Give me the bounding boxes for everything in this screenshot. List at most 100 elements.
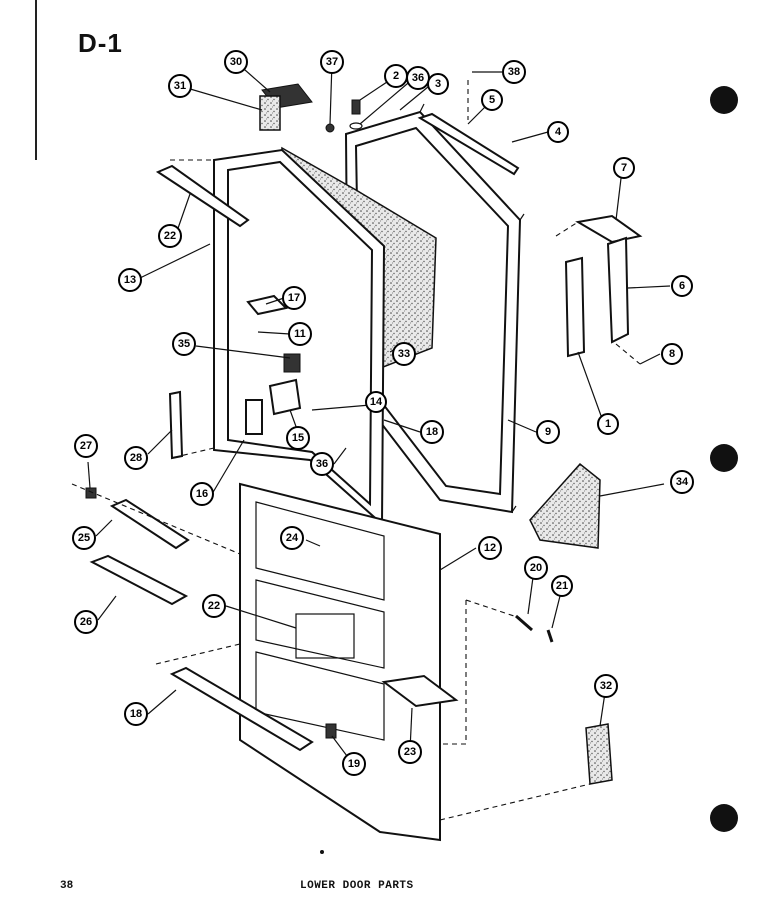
callout: 15 <box>286 426 310 450</box>
callout-label: 15 <box>292 432 304 444</box>
shelf-rail-25 <box>109 498 190 550</box>
callout: 23 <box>398 740 422 764</box>
hinge-bracket <box>575 214 643 244</box>
screw-37 <box>325 123 335 133</box>
callout: 22 <box>158 224 182 248</box>
callout: 16 <box>190 482 214 506</box>
clip-15 <box>268 378 302 416</box>
callout: 8 <box>661 343 683 365</box>
part-32 <box>585 723 613 785</box>
callout: 34 <box>670 470 694 494</box>
callout-label: 4 <box>555 126 562 138</box>
callout: 37 <box>320 50 344 74</box>
callout-label: 31 <box>174 80 186 92</box>
callout-label: 22 <box>208 600 220 612</box>
callout-label: 30 <box>230 56 242 68</box>
callout: 17 <box>282 286 306 310</box>
callout: 5 <box>481 89 503 111</box>
callout-label: 11 <box>294 328 306 340</box>
callout: 13 <box>118 268 142 292</box>
washer-36 <box>349 122 363 130</box>
binder-hole-1 <box>710 86 738 114</box>
callout: 22 <box>202 594 226 618</box>
callout: 9 <box>536 420 560 444</box>
binder-hole-2 <box>710 444 738 472</box>
tray-23 <box>381 674 459 708</box>
strip-28 <box>168 390 184 460</box>
callout-label: 3 <box>435 78 441 90</box>
callout-label: 26 <box>80 616 92 628</box>
callout: 36 <box>406 66 430 90</box>
callout-label: 20 <box>530 562 542 574</box>
spring-21 <box>546 629 554 643</box>
callout-label: 27 <box>80 440 92 452</box>
callout-label: 14 <box>370 396 383 408</box>
callout: 35 <box>172 332 196 356</box>
page-title: D-1 <box>78 28 123 58</box>
callout: 14 <box>365 391 387 413</box>
side-strip <box>606 236 630 344</box>
plug-16 <box>245 399 263 435</box>
callout-label: 37 <box>326 56 338 68</box>
callout-label: 5 <box>489 94 495 106</box>
binder-hole-3 <box>710 804 738 832</box>
callout-label: 16 <box>196 488 208 500</box>
callout-label: 1 <box>605 418 611 430</box>
top-trim-bar <box>417 112 520 176</box>
callout: 12 <box>478 536 502 560</box>
callout: 30 <box>224 50 248 74</box>
callout-label: 19 <box>348 758 360 770</box>
clip-27 <box>85 487 97 499</box>
callout: 6 <box>671 275 693 297</box>
callout-label: 22 <box>164 230 176 242</box>
callout-label: 28 <box>130 452 142 464</box>
callout: 36 <box>310 452 334 476</box>
stray-dot <box>320 850 324 854</box>
callout: 4 <box>547 121 569 143</box>
callout: 21 <box>551 575 573 597</box>
bushing-2 <box>351 99 361 115</box>
left-trim-strip <box>155 164 250 228</box>
bracket-19 <box>325 723 337 739</box>
callout-label: 18 <box>426 426 438 438</box>
bottom-rail-18 <box>169 666 314 752</box>
callout: 19 <box>342 752 366 776</box>
callout-label: 32 <box>600 680 612 692</box>
callout-label: 24 <box>286 532 299 544</box>
hinge-plate <box>564 256 586 358</box>
callout-label: 7 <box>621 162 627 174</box>
callout-label: 38 <box>508 66 520 78</box>
callout-label: 25 <box>78 532 90 544</box>
callout-label: 23 <box>404 746 416 758</box>
callout-label: 12 <box>484 542 496 554</box>
callout-label: 36 <box>412 72 424 84</box>
callout: 3 <box>427 73 449 95</box>
callout-label: 8 <box>669 348 675 360</box>
callout-label: 9 <box>545 426 551 438</box>
page-caption: LOWER DOOR PARTS <box>300 880 414 892</box>
callout-label: 17 <box>288 292 300 304</box>
callout: 27 <box>74 434 98 458</box>
page-number: 38 <box>60 880 74 892</box>
callout: 38 <box>502 60 526 84</box>
callout: 24 <box>280 526 304 550</box>
alignment-lines <box>71 80 641 821</box>
callout: 2 <box>384 64 408 88</box>
door-stop-35 <box>283 353 301 373</box>
callout: 33 <box>392 342 416 366</box>
screw-20 <box>515 614 533 632</box>
callout: 20 <box>524 556 548 580</box>
callout-label: 13 <box>124 274 136 286</box>
callout-label: 6 <box>679 280 685 292</box>
callout-label: 36 <box>316 458 328 470</box>
callout: 26 <box>74 610 98 634</box>
inner-door-panel <box>239 482 441 842</box>
callout: 25 <box>72 526 96 550</box>
callout: 1 <box>597 413 619 435</box>
callout: 31 <box>168 74 192 98</box>
callout: 7 <box>613 157 635 179</box>
callout-label: 21 <box>556 580 568 592</box>
callout: 32 <box>594 674 618 698</box>
callout-label: 18 <box>130 708 142 720</box>
